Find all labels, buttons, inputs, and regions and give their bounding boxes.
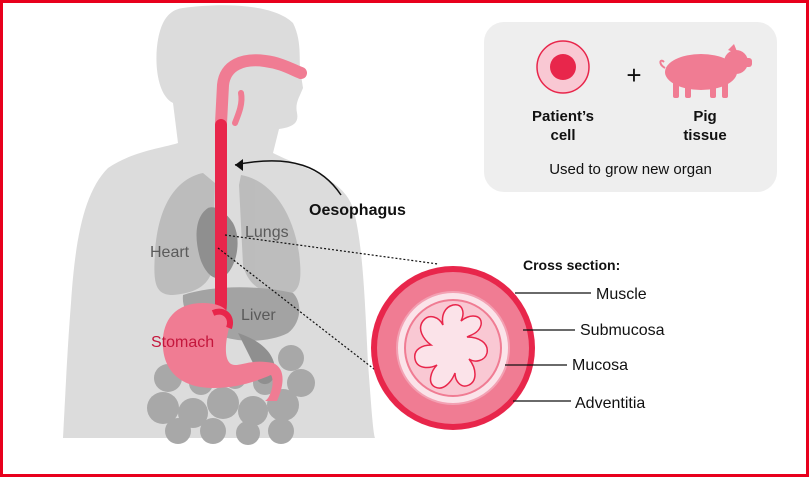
cross-section xyxy=(371,266,535,430)
layer-leaders xyxy=(505,292,591,402)
pharynx xyxy=(215,54,307,129)
layer-label-adventitia: Adventitia xyxy=(575,395,645,412)
oesophagus-diagram: Oesophagus Lungs Heart Liver Stomach Cro… xyxy=(63,5,665,445)
oesophagus-label: Oesophagus xyxy=(309,202,406,219)
stomach xyxy=(162,303,283,401)
cross-section-connectors xyxy=(217,234,439,377)
organ-source-box: + Patient’s cell Pig tissue Used to grow… xyxy=(484,22,777,192)
patient-cell-label-line2: cell xyxy=(550,127,576,144)
stomach-label: Stomach xyxy=(151,334,214,351)
lumen-icon xyxy=(414,304,488,389)
pig-icon xyxy=(659,44,752,98)
cross-section-title: Cross section: xyxy=(523,257,620,273)
layer-label-muscle: Muscle xyxy=(596,286,647,303)
plus-sign: + xyxy=(626,60,642,90)
liver-label: Liver xyxy=(241,307,276,324)
lungs-label: Lungs xyxy=(245,224,289,241)
patient-cell-icon xyxy=(536,40,590,94)
pig-tissue-label-line2: tissue xyxy=(683,127,727,144)
layer-label-mucosa: Mucosa xyxy=(572,357,628,374)
organ-source-caption: Used to grow new organ xyxy=(549,161,712,178)
organ-source-icons xyxy=(536,40,752,98)
lungs xyxy=(154,173,301,295)
oesophagus-arrow xyxy=(234,159,342,196)
layer-label-submucosa: Submucosa xyxy=(580,322,665,339)
pig-tissue-label-line1: Pig xyxy=(693,108,717,125)
patient-cell-label-line1: Patient’s xyxy=(532,108,594,125)
heart-label: Heart xyxy=(150,244,190,261)
